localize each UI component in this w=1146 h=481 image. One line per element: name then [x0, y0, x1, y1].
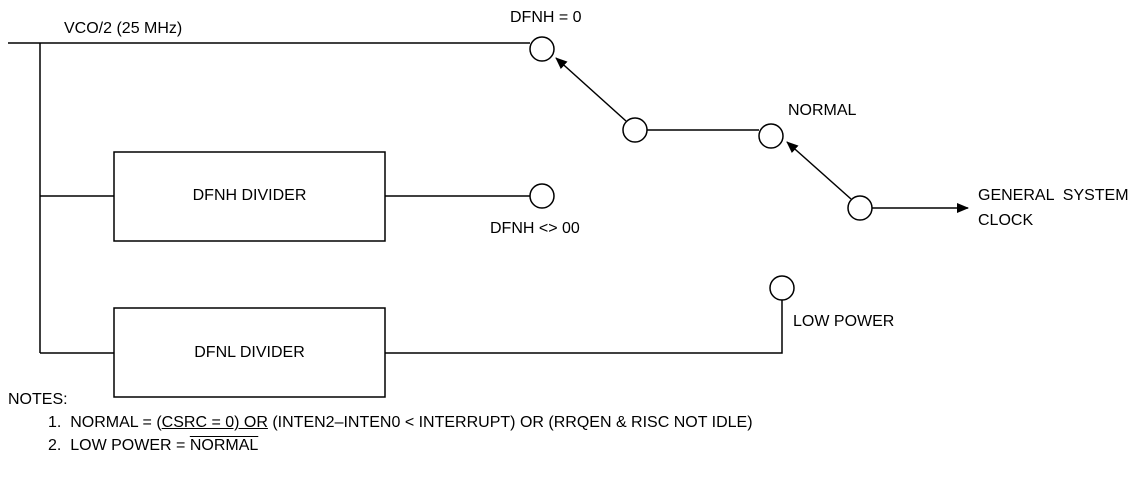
general-system-clock-label-line1: GENERAL SYSTEM — [978, 187, 1129, 204]
note-1-underlined: CSRC = 0) OR — [161, 414, 268, 431]
dfnh-zero-contact — [529, 36, 555, 62]
dfnh-nonzero-contact — [529, 183, 555, 209]
dfnh-nonzero-label: DFNH <> 00 — [490, 220, 580, 237]
first-switch-pivot — [622, 117, 648, 143]
note-1-suffix: (INTEN2–INTEN0 < INTERRUPT) OR (RRQEN & … — [267, 414, 753, 431]
notes-section: NOTES: 1. NORMAL = (CSRC = 0) OR (INTEN2… — [8, 388, 753, 457]
low-power-label: LOW POWER — [793, 313, 895, 330]
note-2: 2. LOW POWER = NORMAL — [8, 434, 753, 457]
input-signal-label: VCO/2 (25 MHz) — [64, 20, 183, 37]
second-switch-arm — [786, 141, 852, 200]
note-1: 1. NORMAL = (CSRC = 0) OR (INTEN2–INTEN0… — [8, 411, 753, 434]
dfnh-zero-label: DFNH = 0 — [510, 9, 582, 26]
dfnl-output-line — [385, 300, 783, 354]
note-2-overlined: NORMAL — [189, 437, 259, 454]
note-1-prefix: 1. NORMAL = ( — [48, 414, 162, 431]
first-switch-arm — [555, 57, 627, 122]
normal-label: NORMAL — [788, 102, 857, 119]
dfnl-divider-label: DFNL DIVIDER — [194, 344, 305, 361]
general-system-clock-label-line2: CLOCK — [978, 212, 1034, 229]
dfnh-divider-label: DFNH DIVIDER — [192, 187, 307, 204]
normal-contact — [758, 123, 784, 149]
notes-title: NOTES: — [8, 391, 68, 408]
note-2-prefix: 2. LOW POWER = — [48, 437, 190, 454]
second-switch-pivot — [847, 195, 873, 221]
low-power-contact — [769, 275, 795, 301]
